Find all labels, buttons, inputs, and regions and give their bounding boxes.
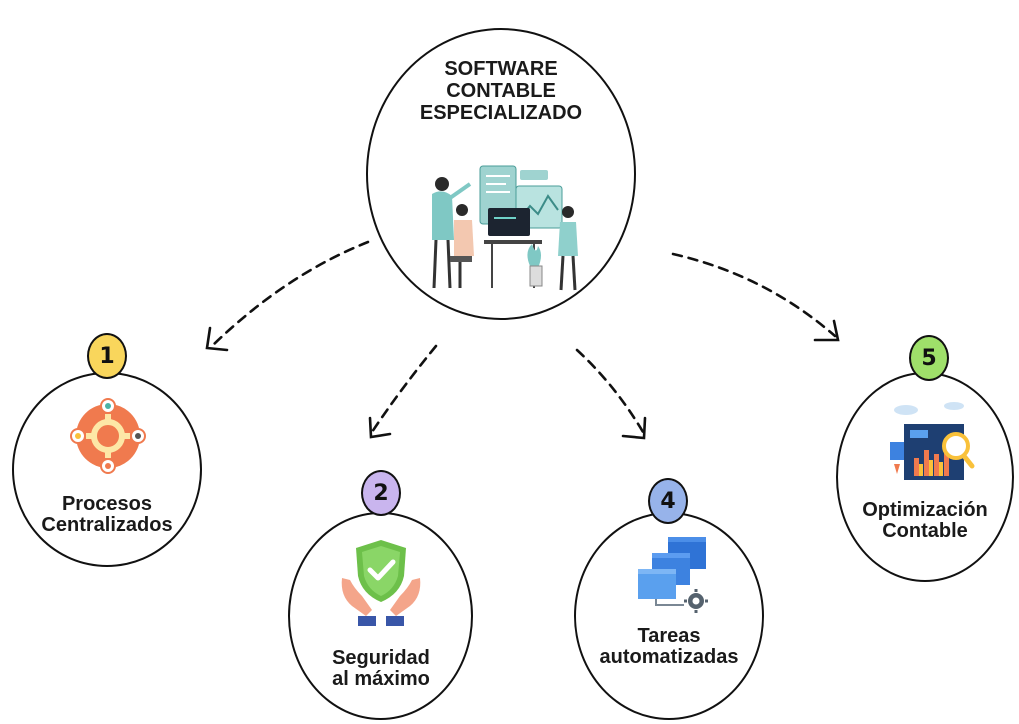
team-dashboard-illustration bbox=[432, 165, 578, 291]
node-label-line: Procesos bbox=[61, 493, 153, 515]
arrowhead-2 bbox=[368, 416, 392, 439]
node-label-1: Procesos Centralizados bbox=[22, 494, 192, 536]
analytics-dashboard-icon bbox=[890, 402, 975, 480]
arrow-to-node-2 bbox=[370, 344, 438, 434]
node-label-4: Tareas automatizadas bbox=[584, 626, 754, 668]
center-title: SOFTWARE CONTABLE ESPECIALIZADO bbox=[401, 58, 601, 124]
arrowhead-4 bbox=[621, 416, 647, 440]
node-label-line: Seguridad bbox=[332, 647, 430, 669]
node-label-line: Centralizados bbox=[41, 514, 173, 536]
arrowhead-5 bbox=[813, 319, 840, 342]
center-title-line: SOFTWARE bbox=[444, 58, 558, 80]
shield-hands-icon bbox=[341, 540, 421, 626]
node-label-line: Tareas bbox=[637, 625, 701, 647]
center-title-line: ESPECIALIZADO bbox=[419, 102, 583, 124]
node-label-line: al máximo bbox=[332, 668, 430, 690]
arrowhead-1 bbox=[205, 326, 229, 352]
node-label-5: Optimización Contable bbox=[840, 500, 1010, 542]
node-label-line: Contable bbox=[882, 520, 968, 542]
node-badge-1: 1 bbox=[87, 333, 127, 379]
node-badge-5: 5 bbox=[909, 335, 949, 381]
node-badge-4: 4 bbox=[648, 478, 688, 524]
node-label-line: Optimización bbox=[862, 499, 988, 521]
arrow-to-node-1 bbox=[210, 240, 370, 348]
node-label-line: automatizadas bbox=[599, 646, 739, 668]
automation-windows-icon bbox=[638, 537, 708, 613]
arrow-to-node-5 bbox=[671, 252, 837, 338]
arrow-to-node-4 bbox=[575, 348, 645, 434]
gear-process-icon bbox=[70, 398, 146, 474]
node-label-2: Seguridad al máximo bbox=[296, 648, 466, 690]
center-title-line: CONTABLE bbox=[446, 80, 556, 102]
node-badge-2: 2 bbox=[361, 470, 401, 516]
